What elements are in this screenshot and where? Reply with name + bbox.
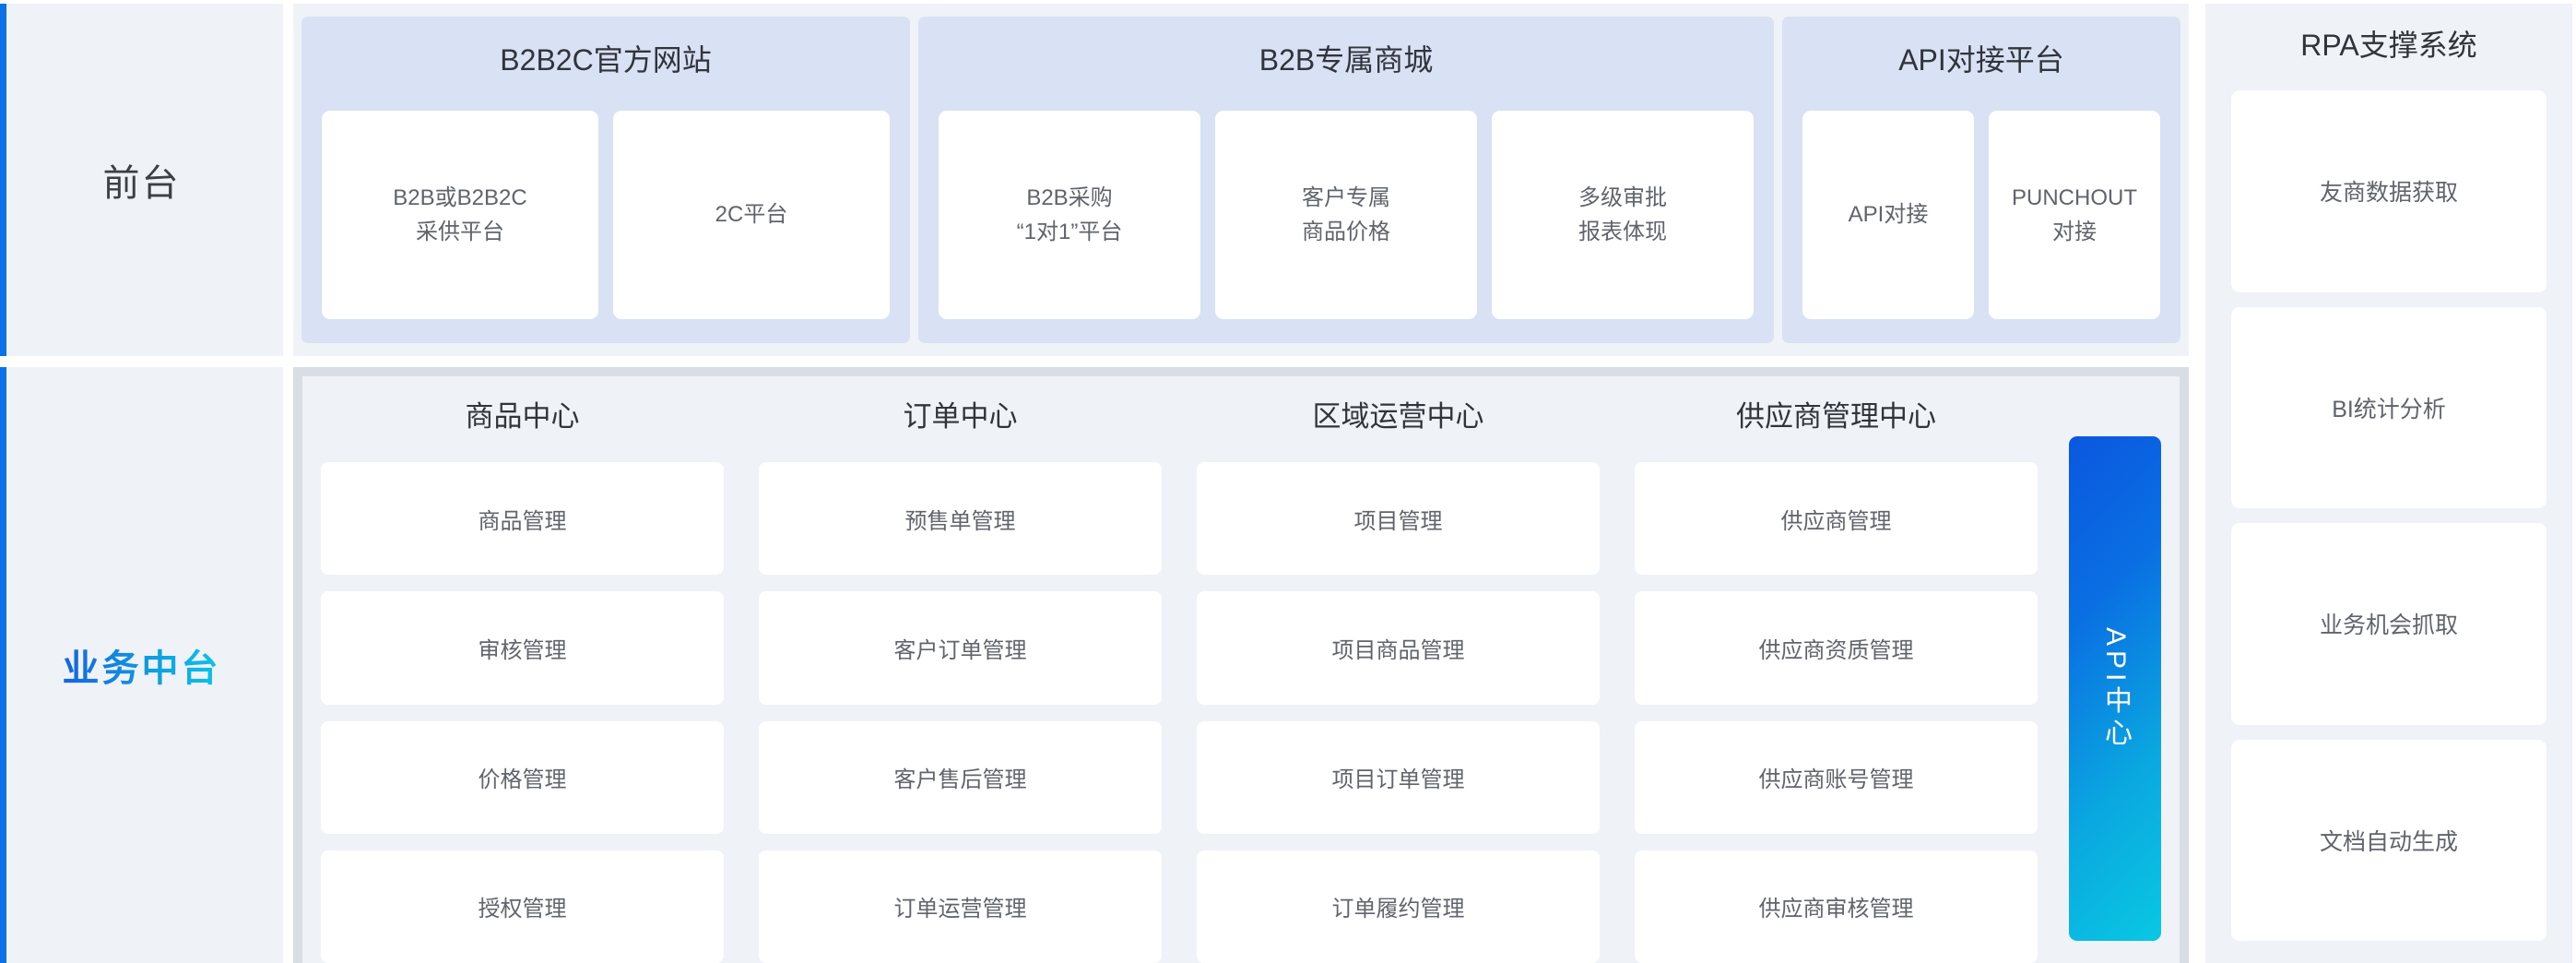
front-group-title: API对接平台 [1898,43,2064,77]
middle-item[interactable]: 客户售后管理 [759,720,1162,834]
rail-front-stage: 前台 [0,4,283,356]
middle-column-items: 商品管理 审核管理 价格管理 授权管理 [321,462,724,963]
middle-column-title: 商品中心 [465,400,580,433]
rpa-item[interactable]: 业务机会抓取 [2231,523,2546,725]
api-center-bar[interactable]: API中心 [2069,436,2161,941]
middle-platform-columns: 商品中心 商品管理 审核管理 价格管理 授权管理 订单中心 预售单管理 客户订单… [321,393,2069,963]
front-card[interactable]: 客户专属 商品价格 [1215,111,1477,319]
middle-column-title: 订单中心 [903,400,1018,433]
front-group-b2b-mall: B2B专属商城 B2B采购 “1对1”平台 客户专属 商品价格 多级审批 报表体… [918,17,1774,343]
rail-middle-platform: 业务中台 [0,367,283,963]
middle-item[interactable]: 项目订单管理 [1197,720,1600,834]
front-group-api-platform: API对接平台 API对接 PUNCHOUT 对接 [1782,17,2180,343]
middle-column-items: 预售单管理 客户订单管理 客户售后管理 订单运营管理 [759,462,1162,963]
front-card[interactable]: B2B或B2B2C 采供平台 [322,111,598,319]
middle-column-regional-operation-center: 区域运营中心 项目管理 项目商品管理 项目订单管理 订单履约管理 [1197,393,1600,963]
front-group-cards: API对接 PUNCHOUT 对接 [1802,111,2160,319]
front-card[interactable]: 2C平台 [613,111,890,319]
middle-item[interactable]: 供应商管理 [1635,462,2038,576]
middle-platform-row: 商品中心 商品管理 审核管理 价格管理 授权管理 订单中心 预售单管理 客户订单… [293,367,2189,963]
front-card[interactable]: 多级审批 报表体现 [1492,111,1754,319]
rpa-item[interactable]: BI统计分析 [2231,306,2546,508]
rpa-item[interactable]: 友商数据获取 [2231,90,2546,292]
middle-item[interactable]: 客户订单管理 [759,591,1162,705]
middle-item[interactable]: 供应商账号管理 [1635,720,2038,834]
front-group-cards: B2B采购 “1对1”平台 客户专属 商品价格 多级审批 报表体现 [939,111,1754,319]
middle-item[interactable]: 项目商品管理 [1197,591,1600,705]
middle-item[interactable]: 审核管理 [321,591,724,705]
middle-column-product-center: 商品中心 商品管理 审核管理 价格管理 授权管理 [321,393,724,963]
front-card[interactable]: PUNCHOUT 对接 [1989,111,2160,319]
rpa-support-system-panel: RPA支撑系统 友商数据获取 BI统计分析 业务机会抓取 文档自动生成 [2205,4,2572,963]
middle-column-order-center: 订单中心 预售单管理 客户订单管理 客户售后管理 订单运营管理 [759,393,1162,963]
front-group-cards: B2B或B2B2C 采供平台 2C平台 [322,111,890,319]
front-group-title: B2B专属商城 [1258,43,1434,77]
rail-front-stage-label: 前台 [102,163,181,204]
rpa-panel-title: RPA支撑系统 [2300,29,2477,62]
middle-item[interactable]: 价格管理 [321,720,724,834]
middle-column-items: 项目管理 项目商品管理 项目订单管理 订单履约管理 [1197,462,1600,963]
rail-middle-platform-label: 业务中台 [63,638,221,692]
front-card[interactable]: B2B采购 “1对1”平台 [939,111,1200,319]
middle-item[interactable]: 商品管理 [321,462,724,576]
front-card[interactable]: API对接 [1802,111,1974,319]
middle-item[interactable]: 订单运营管理 [759,850,1162,963]
middle-column-title: 区域运营中心 [1312,400,1484,433]
front-group-b2b2c-website: B2B2C官方网站 B2B或B2B2C 采供平台 2C平台 [301,17,910,343]
middle-column-items: 供应商管理 供应商资质管理 供应商账号管理 供应商审核管理 [1635,462,2038,963]
middle-item[interactable]: 项目管理 [1197,462,1600,576]
front-stage-row: B2B2C官方网站 B2B或B2B2C 采供平台 2C平台 B2B专属商城 B2… [293,4,2189,356]
middle-item[interactable]: 供应商资质管理 [1635,591,2038,705]
api-center-label: API中心 [2100,626,2131,751]
middle-item[interactable]: 授权管理 [321,850,724,963]
middle-column-supplier-management-center: 供应商管理中心 供应商管理 供应商资质管理 供应商账号管理 供应商审核管理 [1635,393,2038,963]
rpa-items: 友商数据获取 BI统计分析 业务机会抓取 文档自动生成 [2231,90,2546,941]
front-group-title: B2B2C官方网站 [500,43,712,77]
middle-item[interactable]: 预售单管理 [759,462,1162,576]
middle-column-title: 供应商管理中心 [1736,400,1936,433]
middle-item[interactable]: 供应商审核管理 [1635,850,2038,963]
middle-item[interactable]: 订单履约管理 [1197,850,1600,963]
rpa-item[interactable]: 文档自动生成 [2231,739,2546,941]
